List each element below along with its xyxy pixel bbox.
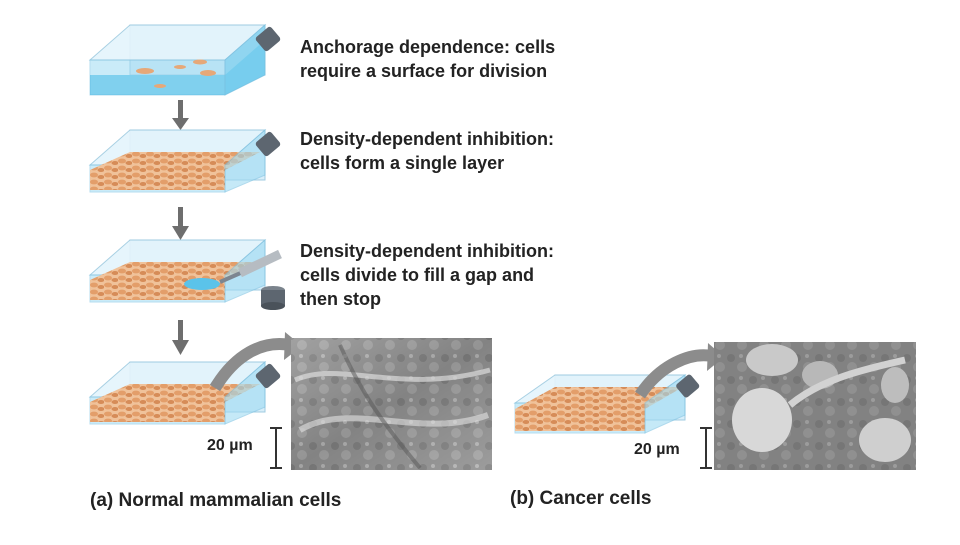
flask-anchorage bbox=[90, 25, 281, 95]
down-arrow bbox=[172, 207, 189, 240]
scale-bar-a bbox=[270, 428, 282, 468]
panel-label-b: (b) Cancer cells bbox=[510, 488, 652, 510]
scale-label-b: 20 µm bbox=[634, 441, 680, 459]
panel-label-a: (a) Normal mammalian cells bbox=[90, 490, 341, 512]
scale-label-a: 20 µm bbox=[207, 437, 253, 455]
flask-cancer-cells bbox=[515, 373, 700, 433]
caption-fill-gap: Density-dependent inhibition: cells divi… bbox=[300, 239, 554, 311]
caption-line: Anchorage dependence: cells bbox=[300, 35, 555, 59]
micrograph-normal-cells bbox=[291, 338, 492, 470]
flask-gap bbox=[90, 240, 285, 310]
flask-normal-cells bbox=[90, 362, 281, 424]
removed-cap bbox=[261, 286, 285, 310]
scale-bar-b bbox=[700, 428, 712, 468]
caption-line: Density-dependent inhibition: bbox=[300, 127, 554, 151]
caption-line: cells form a single layer bbox=[300, 151, 554, 175]
flask-single-layer bbox=[90, 130, 281, 192]
caption-line: require a surface for division bbox=[300, 59, 555, 83]
caption-single-layer: Density-dependent inhibition: cells form… bbox=[300, 127, 554, 175]
caption-anchorage: Anchorage dependence: cells require a su… bbox=[300, 35, 555, 83]
caption-line: Density-dependent inhibition: bbox=[300, 239, 554, 263]
micrograph-cancer-cells bbox=[714, 342, 916, 470]
down-arrow bbox=[172, 320, 189, 355]
caption-line: cells divide to fill a gap and bbox=[300, 263, 554, 287]
cell-gap bbox=[184, 278, 220, 290]
caption-line: then stop bbox=[300, 287, 554, 311]
down-arrow bbox=[172, 100, 189, 130]
